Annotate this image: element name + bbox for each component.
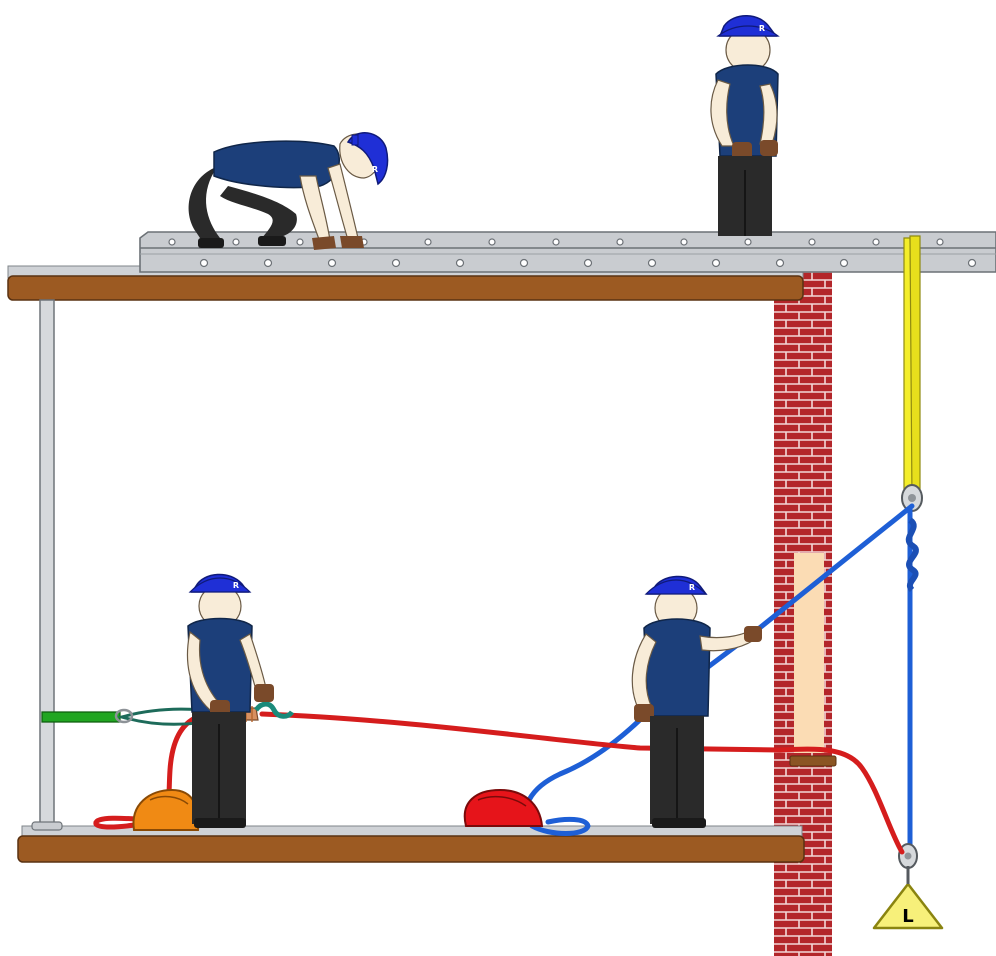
window-sill bbox=[790, 756, 836, 766]
rail-hole bbox=[873, 239, 879, 245]
rail-hole bbox=[169, 239, 175, 245]
rail-hole bbox=[265, 260, 272, 267]
green-anchor-strap bbox=[42, 712, 120, 722]
rail-hole bbox=[585, 260, 592, 267]
rail-hole bbox=[457, 260, 464, 267]
rail-hole bbox=[713, 260, 720, 267]
rail-hole bbox=[777, 260, 784, 267]
rail-hole bbox=[937, 239, 943, 245]
rail-hole bbox=[745, 239, 751, 245]
load-weight: L bbox=[874, 866, 942, 928]
rail-hole bbox=[233, 239, 239, 245]
lower-floor-beam bbox=[18, 836, 804, 862]
rail-hole bbox=[489, 239, 495, 245]
yellow-anchor-strap bbox=[904, 236, 920, 500]
rail-hole bbox=[681, 239, 687, 245]
helmet-mark: R bbox=[689, 583, 695, 592]
worker-belay-left: R bbox=[187, 574, 274, 828]
orange-rope-bag-icon bbox=[133, 790, 198, 830]
rail-hole bbox=[297, 239, 303, 245]
support-post bbox=[32, 300, 62, 830]
helmet-mark: R bbox=[233, 581, 239, 590]
rail-hole bbox=[969, 260, 976, 267]
worker-haul-right: R bbox=[632, 576, 762, 828]
helmet-mark: R bbox=[759, 24, 765, 33]
rail-hole bbox=[809, 239, 815, 245]
worker-standing-roof: R bbox=[711, 16, 778, 236]
helmet-mark: R bbox=[372, 165, 378, 174]
rail-hole bbox=[425, 239, 431, 245]
rail-hole bbox=[841, 260, 848, 267]
rail-hole bbox=[617, 239, 623, 245]
rail-hole bbox=[393, 260, 400, 267]
rail-hole bbox=[553, 239, 559, 245]
rail-hole bbox=[201, 260, 208, 267]
load-label: L bbox=[902, 906, 913, 927]
upper-floor-beam bbox=[8, 276, 803, 300]
rail-hole bbox=[329, 260, 336, 267]
blue-rope-haul bbox=[526, 506, 912, 834]
rail-hole bbox=[649, 260, 656, 267]
rail-hole bbox=[521, 260, 528, 267]
